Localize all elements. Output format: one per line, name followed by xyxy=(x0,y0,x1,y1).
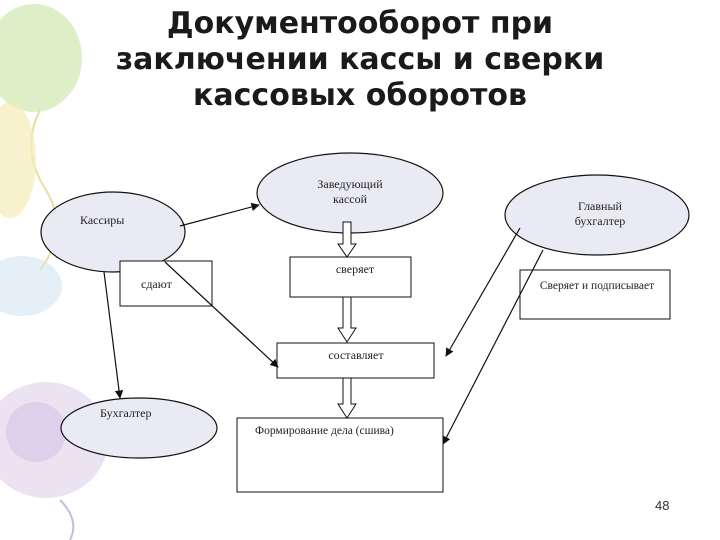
hand-over-box xyxy=(119,260,213,307)
head-cashier-line-1: Заведующий xyxy=(317,177,383,191)
block-arrow-1 xyxy=(337,221,357,258)
file-forming-label: Формирование дела (сшива) xyxy=(255,425,394,437)
block-arrow-2 xyxy=(337,296,357,343)
head-cashier-line-2: кассой xyxy=(332,192,368,206)
chief-accountant-line-1: Главный xyxy=(578,199,622,213)
chief-action-label: Сверяет и подписывает xyxy=(539,280,655,292)
line-cashiers-to-compile xyxy=(164,261,279,368)
arrow-chief-to-compile xyxy=(445,227,521,357)
chief-accountant-ellipse xyxy=(504,174,690,256)
title-line-1: Документооборот при xyxy=(166,6,554,41)
hand-over-label: сдают xyxy=(141,277,172,291)
page-number: 48 xyxy=(655,498,670,513)
slide-title: Документооборот при заключении кассы и с… xyxy=(60,6,660,114)
chief-accountant-label: Главный бухгалтер xyxy=(550,199,650,229)
arrow-chief-to-file xyxy=(442,249,544,445)
cashiers-label: Кассиры xyxy=(80,213,125,227)
title-line-2: заключении кассы и сверки xyxy=(115,42,605,77)
accountant-ellipse xyxy=(60,397,218,459)
chief-action-box xyxy=(519,269,671,320)
cashiers-ellipse xyxy=(40,191,186,273)
head-cashier-label: Заведующий кассой xyxy=(305,177,395,207)
arrow-cashiers-to-head xyxy=(179,202,260,227)
compile-label: составляет xyxy=(328,348,384,362)
file-forming-box xyxy=(236,417,444,493)
reconcile-box xyxy=(289,256,412,298)
compile-box xyxy=(276,342,435,379)
accountant-label: Бухгалтер xyxy=(100,406,152,420)
chief-accountant-line-2: бухгалтер xyxy=(574,214,626,228)
arrow-cashiers-to-accountant xyxy=(103,271,124,399)
block-arrow-3 xyxy=(337,377,357,419)
title-line-3: кассовых оборотов xyxy=(193,78,527,113)
reconcile-label: сверяет xyxy=(335,262,375,276)
